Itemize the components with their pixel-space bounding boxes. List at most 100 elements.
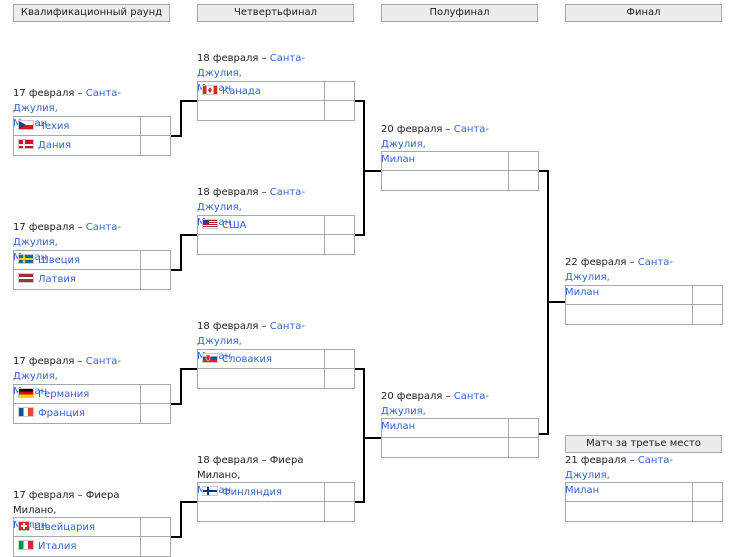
team-cell: Швейцария xyxy=(14,518,141,537)
team-name-link[interactable]: США xyxy=(222,220,247,231)
match-box-final xyxy=(565,285,723,325)
france-flag-icon xyxy=(18,407,34,417)
score-cell xyxy=(326,82,354,101)
city-link[interactable]: Милан xyxy=(381,154,416,165)
slovakia-flag-icon xyxy=(202,353,218,363)
bracket-connector xyxy=(180,234,197,236)
header-qualification: Квалификационный раунд xyxy=(13,4,170,22)
team-name-link[interactable]: Франция xyxy=(38,408,85,419)
bracket-connector xyxy=(547,301,565,303)
italy-flag-icon xyxy=(18,540,34,550)
match-info-third: 21 февраля – Санта-Джулия, Милан xyxy=(565,453,700,498)
team-slot: Франция xyxy=(14,404,170,423)
team-slot xyxy=(198,101,354,120)
bracket-connector xyxy=(355,368,365,370)
team-name-link[interactable]: Финляндия xyxy=(222,487,283,498)
score-cell xyxy=(326,502,354,521)
city-link[interactable]: Милан xyxy=(381,421,416,432)
venue-link[interactable]: Санта-Джулия, xyxy=(197,53,305,79)
match-box-q4: Швейцария Италия xyxy=(13,517,171,557)
team-cell: Швеция xyxy=(14,251,141,270)
venue-link[interactable]: Санта-Джулия, xyxy=(197,321,305,347)
team-slot: Латвия xyxy=(14,270,170,289)
team-cell: Канада xyxy=(198,82,325,101)
venue-link[interactable]: Санта-Джулия, xyxy=(565,257,673,283)
bracket-connector xyxy=(363,437,381,439)
score-cell xyxy=(326,369,354,388)
team-name-link[interactable]: Швейцария xyxy=(34,522,96,533)
match-date: 17 февраля – xyxy=(13,222,83,233)
team-slot xyxy=(566,483,722,502)
match-box-third xyxy=(565,482,723,522)
score-cell xyxy=(326,350,354,369)
bracket-connector xyxy=(363,368,365,503)
team-slot xyxy=(198,502,354,521)
match-box-q3: Германия Франция xyxy=(13,384,171,424)
switzerland-flag-icon xyxy=(18,521,30,531)
team-cell xyxy=(198,369,325,388)
venue-link[interactable]: Санта-Джулия, xyxy=(197,187,305,213)
score-cell xyxy=(510,171,538,190)
match-info-final: 22 февраля – Санта-Джулия, Милан xyxy=(565,255,700,300)
score-cell xyxy=(142,385,170,404)
team-slot: Италия xyxy=(14,537,170,556)
venue-link[interactable]: Санта-Джулия, xyxy=(13,88,121,114)
bracket-connector xyxy=(355,234,365,236)
match-box-sf2 xyxy=(381,418,539,458)
team-cell xyxy=(198,502,325,521)
team-cell: Дания xyxy=(14,136,141,155)
team-cell xyxy=(566,286,693,305)
team-name-link[interactable]: Латвия xyxy=(38,274,76,285)
match-info-sf2: 20 февраля – Санта-Джулия, Милан xyxy=(381,389,516,434)
match-date: 20 февраля – xyxy=(381,124,451,135)
team-cell xyxy=(382,171,509,190)
team-name-link[interactable]: Швеция xyxy=(38,255,81,266)
score-cell xyxy=(694,483,722,502)
score-cell xyxy=(142,136,170,155)
score-cell xyxy=(326,101,354,120)
team-slot: Канада xyxy=(198,82,354,101)
match-info-sf1: 20 февраля – Санта-Джулия, Милан xyxy=(381,122,516,167)
team-name-link[interactable]: Германия xyxy=(38,389,90,400)
team-cell xyxy=(382,419,509,438)
team-name-link[interactable]: Канада xyxy=(222,86,261,97)
team-slot xyxy=(382,171,538,190)
team-name-link[interactable]: Дания xyxy=(38,140,71,151)
city-link[interactable]: Милан xyxy=(565,485,600,496)
match-date: 18 февраля – xyxy=(197,53,267,64)
score-cell xyxy=(142,518,170,537)
team-cell: Латвия xyxy=(14,270,141,289)
usa-flag-icon xyxy=(202,219,218,229)
team-name-link[interactable]: Чехия xyxy=(38,121,70,132)
team-slot: Швеция xyxy=(14,251,170,270)
match-date: 17 февраля – xyxy=(13,88,83,99)
team-slot: США xyxy=(198,216,354,235)
city-link[interactable]: Милан xyxy=(13,520,48,531)
team-slot: Чехия xyxy=(14,117,170,136)
venue-link[interactable]: Санта-Джулия, xyxy=(381,391,489,417)
venue-link[interactable]: Санта-Джулия, xyxy=(13,356,121,382)
team-slot: Германия xyxy=(14,385,170,404)
header-third-place: Матч за третье место xyxy=(565,435,722,453)
team-name-link[interactable]: Словакия xyxy=(222,354,273,365)
team-cell: Германия xyxy=(14,385,141,404)
venue-link[interactable]: Санта-Джулия, xyxy=(381,124,489,150)
venue-link[interactable]: Санта-Джулия, xyxy=(565,455,673,481)
team-slot xyxy=(566,305,722,324)
city-link[interactable]: Милан xyxy=(565,287,600,298)
score-cell xyxy=(142,270,170,289)
bracket-connector xyxy=(539,433,549,435)
team-cell xyxy=(382,438,509,457)
bracket-connector xyxy=(180,501,182,538)
match-box-qf4: Финляндия xyxy=(197,482,355,522)
match-date: 18 февраля – xyxy=(197,321,267,332)
venue-link[interactable]: Санта-Джулия, xyxy=(13,222,121,248)
team-cell: Чехия xyxy=(14,117,141,136)
score-cell xyxy=(326,483,354,502)
team-cell xyxy=(382,152,509,171)
team-name-link[interactable]: Италия xyxy=(38,541,77,552)
bracket-connector xyxy=(363,170,381,172)
header-final: Финал xyxy=(565,4,722,22)
bracket-connector xyxy=(180,100,197,102)
score-cell xyxy=(142,117,170,136)
